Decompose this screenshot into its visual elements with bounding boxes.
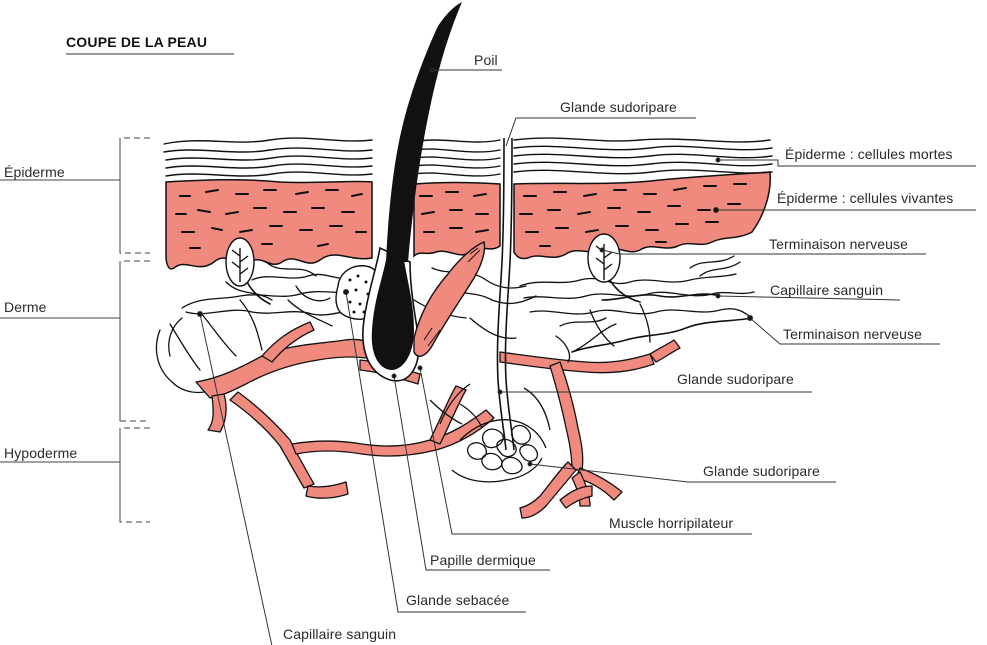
label-sweat-gland-coil: Glande sudoripare	[703, 463, 820, 479]
layer-label-dermis: Derme	[4, 299, 47, 315]
label-dermal-papilla: Papille dermique	[430, 552, 536, 568]
label-arrector-muscle: Muscle horripilateur	[609, 515, 733, 531]
blood-vessels	[196, 322, 680, 518]
label-nerve-ending-right: Terminaison nerveuse	[783, 326, 922, 342]
label-sweat-gland-mid: Glande sudoripare	[677, 371, 794, 387]
label-capillary-right: Capillaire sanguin	[770, 282, 883, 298]
label-sebaceous-gland: Glande sebacée	[406, 592, 509, 608]
label-capillary-bottom: Capillaire sanguin	[283, 626, 396, 642]
label-nerve-ending-top: Terminaison nerveuse	[769, 236, 908, 252]
label-dead-cells: Épiderme : cellules mortes	[785, 146, 953, 162]
nerve-fibres	[240, 256, 752, 352]
living-cell-layer	[166, 180, 372, 269]
diagram-title: COUPE DE LA PEAU	[66, 34, 207, 50]
dead-cell-layer	[164, 138, 772, 176]
label-sweat-gland-duct: Glande sudoripare	[560, 99, 677, 115]
layer-label-hypodermis: Hypoderme	[4, 445, 77, 461]
label-living-cells: Épiderme : cellules vivantes	[777, 190, 953, 206]
layer-label-epidermis: Épiderme	[4, 164, 65, 180]
label-hair: Poil	[474, 52, 498, 68]
layer-brackets	[0, 138, 150, 522]
